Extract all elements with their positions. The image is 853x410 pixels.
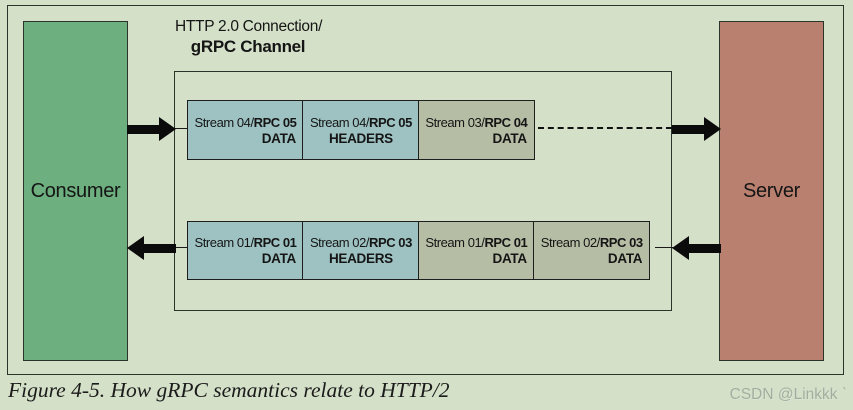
consumer-label: Consumer xyxy=(30,179,121,202)
arrow-shaft xyxy=(127,124,159,134)
frame-stream-label: Stream 01/RPC 01 xyxy=(425,235,528,250)
connector-line xyxy=(175,247,187,248)
frame-type-label: DATA xyxy=(607,251,643,266)
frame-type-label: DATA xyxy=(492,130,528,146)
channel-title-line2: gRPC Channel xyxy=(190,37,306,57)
frame-type-label: DATA xyxy=(492,251,528,266)
frame-stream-label: Stream 04/RPC 05 xyxy=(194,114,297,130)
frame-type-label: DATA xyxy=(261,251,297,266)
consumer-to-channel-arrow xyxy=(127,117,176,141)
arrow-head-icon xyxy=(127,236,144,260)
channel-title-line1: HTTP 2.0 Connection/ xyxy=(175,18,323,35)
channel-to-consumer-arrow xyxy=(127,236,176,260)
arrow-head-icon xyxy=(159,117,176,141)
arrow-shaft xyxy=(144,243,176,253)
consumer-box: Consumer xyxy=(23,21,128,361)
channel-to-server-arrow xyxy=(672,117,721,141)
frame-stream-label: Stream 03/RPC 04 xyxy=(425,114,528,130)
connector-line xyxy=(655,247,673,248)
server-label: Server xyxy=(742,179,801,202)
frame-type-label: HEADERS xyxy=(328,251,393,266)
frame-stream-label: Stream 02/RPC 03 xyxy=(309,235,412,250)
channel-title: HTTP 2.0 Connection/ gRPC Channel xyxy=(175,17,323,58)
frame-type-label: DATA xyxy=(261,130,297,146)
stream-continuation-dashed-line xyxy=(538,127,672,129)
grpc-channel-box xyxy=(174,71,672,311)
frame-type-label: HEADERS xyxy=(328,130,393,146)
frame-stream-label: Stream 02/RPC 03 xyxy=(540,235,643,250)
frame-stream-label: Stream 04/RPC 05 xyxy=(309,114,412,130)
connector-line xyxy=(175,128,187,129)
figure-caption: Figure 4-5. How gRPC semantics relate to… xyxy=(8,378,450,402)
arrow-shaft xyxy=(689,243,721,253)
server-box: Server xyxy=(719,21,824,361)
frame-stream-label: Stream 01/RPC 01 xyxy=(194,235,297,250)
arrow-shaft xyxy=(672,124,704,134)
diagram-border xyxy=(7,5,844,375)
watermark: CSDN @Linkkk ˋ xyxy=(729,386,847,403)
arrow-head-icon xyxy=(704,117,721,141)
server-to-channel-arrow xyxy=(672,236,721,260)
arrow-head-icon xyxy=(672,236,689,260)
